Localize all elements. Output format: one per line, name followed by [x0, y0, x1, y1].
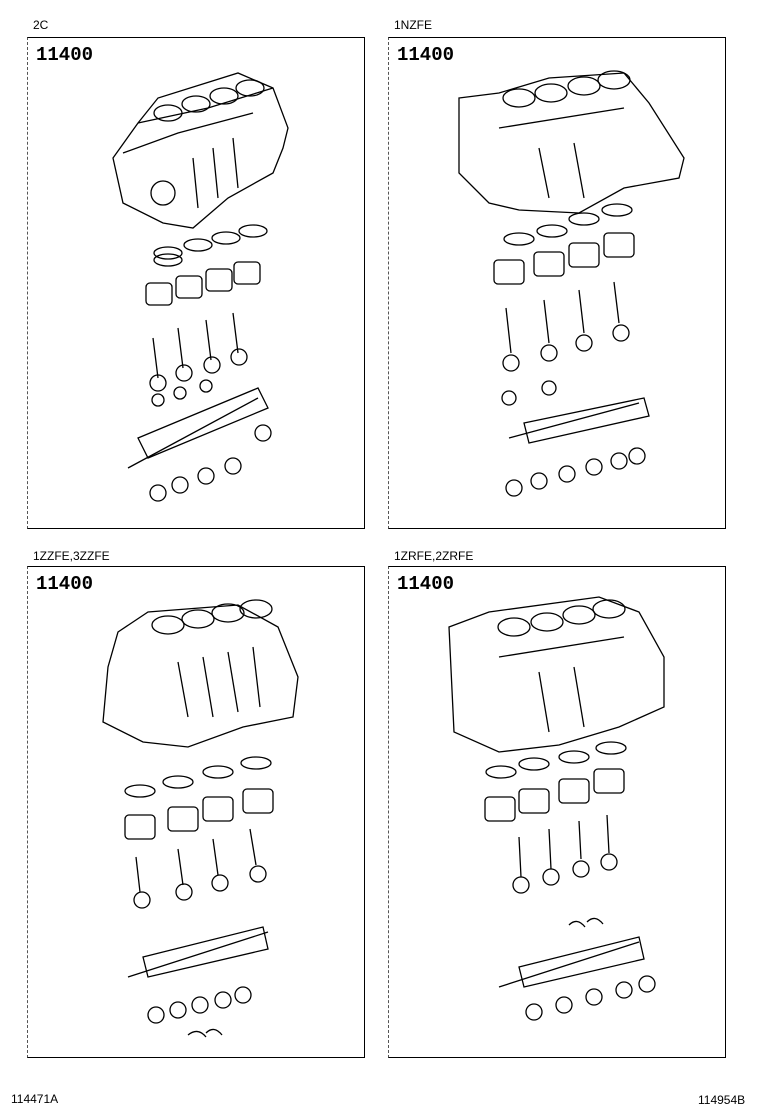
part-code: 11400: [397, 573, 455, 595]
part-code: 11400: [397, 44, 455, 66]
panel-engine-label: 1NZFE: [394, 18, 433, 32]
panel-engine-label: 1ZZFE,3ZZFE: [33, 549, 110, 563]
engine-panel-1nzfe[interactable]: 11400: [388, 37, 726, 529]
engine-panel-2c[interactable]: 11400: [27, 37, 365, 529]
diagram-id-left: 114471A: [11, 1092, 59, 1106]
part-code: 11400: [36, 573, 94, 595]
short-block-illustration: [448, 596, 665, 1021]
part-code: 11400: [36, 44, 94, 66]
panel-engine-label: 1ZRFE,2ZRFE: [394, 549, 474, 563]
short-block-illustration: [102, 599, 299, 1038]
short-block-illustration: [458, 70, 685, 497]
diagram-id-right: 114954B: [698, 1093, 746, 1107]
engine-panel-1zrfe-2zrfe[interactable]: 11400: [388, 566, 726, 1058]
panel-engine-label: 2C: [33, 18, 49, 32]
short-block-illustration: [112, 72, 289, 502]
engine-panel-1zzfe-3zzfe[interactable]: 11400: [27, 566, 365, 1058]
